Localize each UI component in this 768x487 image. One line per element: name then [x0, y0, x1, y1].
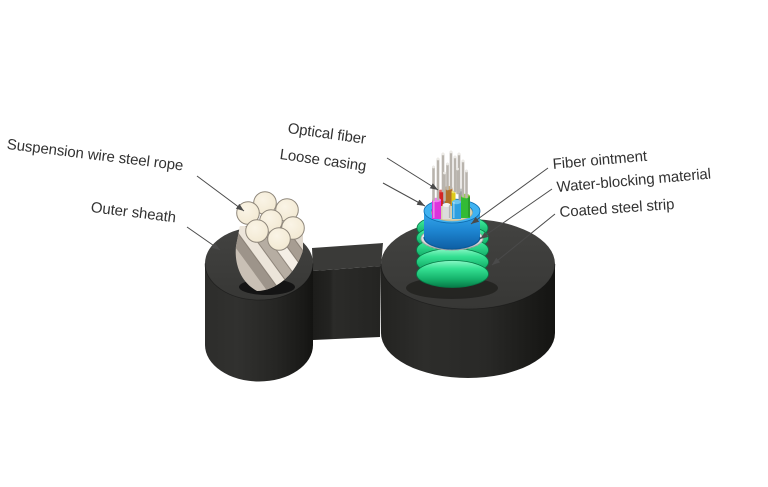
- optical-fiber-tips: [432, 150, 468, 175]
- loose-tubes-front: [432, 193, 470, 219]
- leader-water-blocking: [479, 188, 553, 240]
- leader-coated-steel: [491, 213, 556, 266]
- bridge-top-face: [312, 243, 383, 271]
- leader-loose-casing: [382, 182, 426, 207]
- optical-fibers: [432, 150, 468, 202]
- wire-end-circles: [236, 191, 305, 251]
- leader-outer-sheath: [186, 226, 221, 251]
- leader-lines: [186, 157, 556, 266]
- leader-suspension-wire: [196, 175, 245, 212]
- cable-core-stack: [406, 150, 498, 299]
- leader-fiber-ointment: [470, 167, 549, 225]
- bridge-front-face: [313, 266, 381, 340]
- leader-optical-fiber: [386, 157, 439, 191]
